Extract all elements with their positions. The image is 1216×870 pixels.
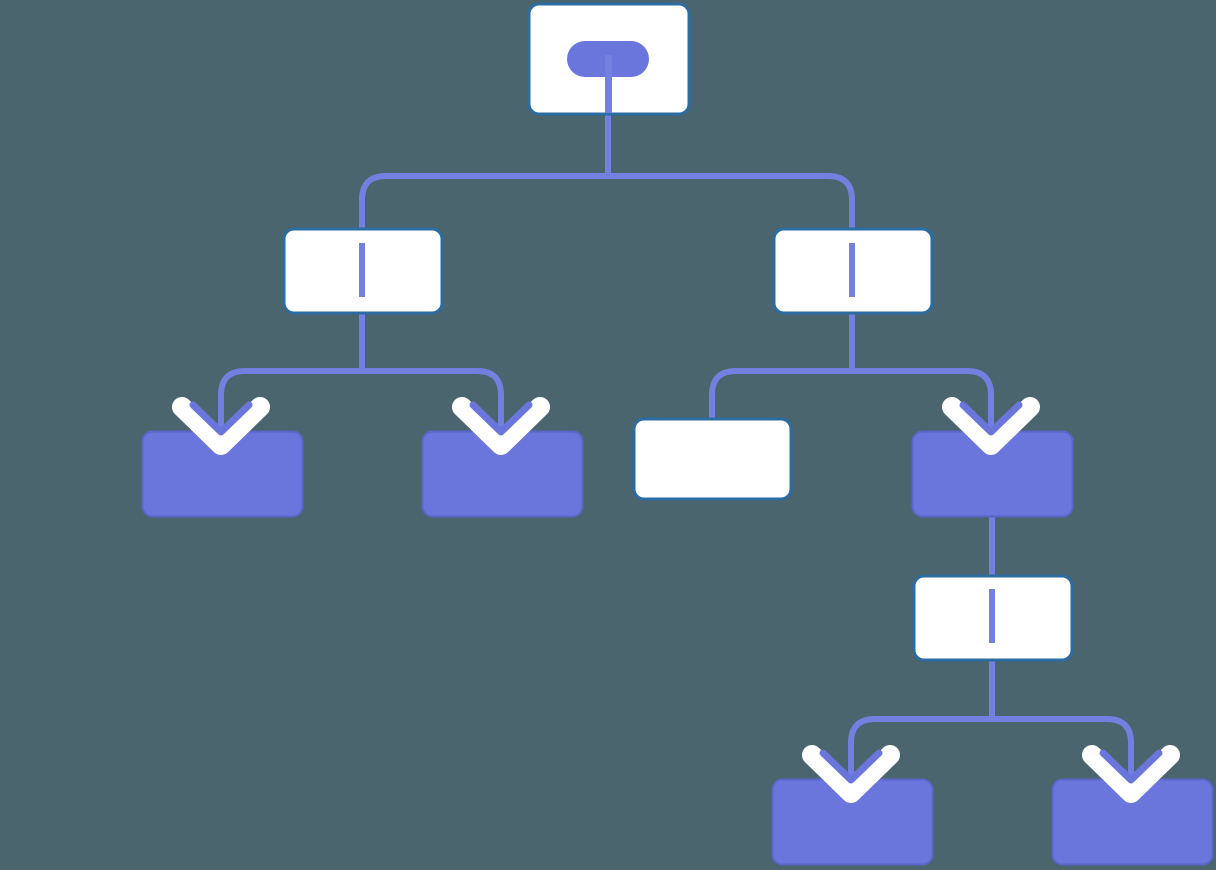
level2-node-c-body[interactable]	[632, 417, 793, 501]
edge-root-to-level1-left	[359, 113, 611, 228]
level2-node-d-arrow-down-icon	[942, 397, 1040, 455]
level4-node-a-arrow-down-icon	[802, 745, 900, 803]
level2-node-d-arrowhead-purple	[959, 401, 1023, 436]
level4-node-a-arrowhead-purple	[819, 749, 883, 784]
root-node-stem-glyph	[605, 55, 612, 113]
level2-node-d-arrow-chevron-white	[942, 397, 1040, 455]
nodes-layer	[141, 2, 1214, 866]
edge-level1-left-to-node-a	[218, 312, 365, 429]
edge-root-to-level1-right	[605, 113, 855, 228]
level4-node-b-arrowhead-purple	[1099, 749, 1163, 784]
level1-right-node-inner-line-glyph	[849, 243, 855, 297]
edges-layer	[218, 113, 1134, 777]
level2-node-c[interactable]	[632, 417, 793, 501]
edge-level1-right-to-node-c	[709, 312, 855, 418]
level4-node-b-arrow-chevron-white	[1082, 745, 1180, 803]
edge-level1-right-to-node-d	[849, 312, 994, 429]
level3-node[interactable]	[912, 574, 1074, 662]
level2-node-a-arrow-down-icon	[172, 397, 270, 455]
level1-left-node[interactable]	[282, 227, 444, 315]
edge-level1-left-to-node-b	[359, 312, 504, 429]
level3-node-inner-line-glyph	[989, 589, 995, 643]
edge-level3-to-node-a	[848, 659, 995, 777]
level4-node-b-arrow-down-icon	[1082, 745, 1180, 803]
level2-node-b-arrowhead-purple	[469, 401, 533, 436]
arrows-layer	[172, 397, 1180, 803]
level1-right-node[interactable]	[772, 227, 934, 315]
level2-node-a-arrowhead-purple	[189, 401, 253, 436]
level2-node-b-arrow-chevron-white	[452, 397, 550, 455]
level2-node-b-arrow-down-icon	[452, 397, 550, 455]
level4-node-a-arrow-chevron-white	[802, 745, 900, 803]
edge-level3-to-node-b	[989, 659, 1134, 777]
root-node[interactable]	[527, 2, 691, 116]
level2-node-a-arrow-chevron-white	[172, 397, 270, 455]
level1-left-node-inner-line-glyph	[359, 243, 365, 297]
